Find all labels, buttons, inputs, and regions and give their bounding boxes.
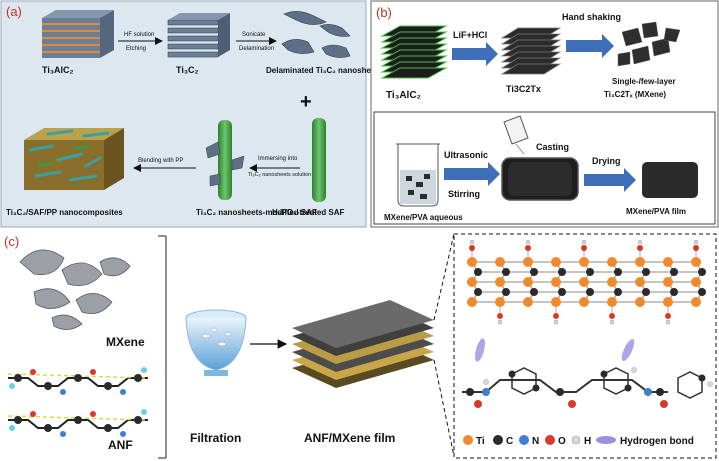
a-sonicate-label: Sonicate xyxy=(242,32,266,38)
c-mxene-label: MXene xyxy=(106,335,145,349)
b-lif-label: LiF+HCl xyxy=(453,30,487,40)
legend-h-swatch xyxy=(571,435,581,445)
delaminated-nanosheets xyxy=(281,11,351,58)
panel-a: (a) Ti₃AlC₂ HF solution Etching xyxy=(0,0,383,228)
a-delaminated-label: Delaminated Ti₃C₂ nanosheets xyxy=(266,66,383,75)
a-blending-label: Blending with PP xyxy=(138,158,183,164)
legend-n-swatch xyxy=(519,435,529,445)
a-immersing-label-2: Ti₃C₂ nanosheets solution xyxy=(248,172,311,178)
b-beaker xyxy=(396,143,440,207)
panel-b: (b) Ti₃AlC₂ LiF+HCl xyxy=(370,0,719,228)
ti3alc2-layered-block xyxy=(42,10,114,58)
modified-saf-fiber xyxy=(205,120,245,200)
a-hf-label: HF solution xyxy=(124,32,154,38)
legend-c-swatch xyxy=(493,435,503,445)
b-casting-dish xyxy=(501,115,579,201)
legend-o-swatch xyxy=(545,435,555,445)
b-ultrasonic-arrow xyxy=(444,162,500,186)
legend-hbond-swatch xyxy=(596,436,616,444)
c-anf-film-label: ANF/MXene film xyxy=(304,431,395,445)
c-filtration-cup xyxy=(185,309,247,376)
composite-block xyxy=(24,128,124,190)
c-anf-chain-top xyxy=(7,367,149,395)
a-etching-label: Etching xyxy=(126,46,146,52)
a-composite-label: Ti₃C₂/SAF/PP nanocomposites xyxy=(6,208,123,217)
a-plus-sign: + xyxy=(300,91,312,113)
b-aqueous-label: MXene/PVA aqueous xyxy=(384,213,463,222)
panel-a-tag: (a) xyxy=(6,4,22,19)
c-zoom-anf-chain xyxy=(462,367,713,408)
b-handshaking-label: Hand shaking xyxy=(562,12,621,22)
b-lif-arrow xyxy=(452,42,498,66)
c-anf-chain-bottom xyxy=(7,409,149,437)
a-treated-saf-label: H₃PO₄-treated SAF xyxy=(272,208,345,217)
legend-c-label: C xyxy=(506,436,513,447)
c-left-bracket-ends xyxy=(158,235,166,459)
b-drying-label: Drying xyxy=(592,156,621,166)
c-filtration-label: Filtration xyxy=(190,431,241,445)
b-film-label: MXene/PVA film xyxy=(626,207,686,216)
legend-o-label: O xyxy=(558,436,566,447)
b-single-layer-flakes xyxy=(617,21,681,67)
b-casting-label: Casting xyxy=(536,142,569,152)
legend-ti-label: Ti xyxy=(476,436,485,447)
c-hbond-left xyxy=(475,338,485,362)
c-mxene-lattice xyxy=(467,239,706,325)
treated-saf-fiber xyxy=(312,118,326,202)
legend-ti-swatch xyxy=(463,435,473,445)
b-ultrasonic-label: Ultrasonic xyxy=(444,150,488,160)
a-immersing-label-1: Immersing into xyxy=(258,156,298,162)
c-atom-legend: Ti C N O H Hydrogen bond xyxy=(463,435,694,447)
c-hbond-right xyxy=(621,338,635,362)
panel-c-tag: (c) xyxy=(4,234,19,249)
b-ti3c2tx-stack xyxy=(500,27,562,75)
b-handshaking-arrow xyxy=(566,34,614,58)
b-drying-arrow xyxy=(584,168,636,192)
b-single-few-label-1: Single-/few-layer xyxy=(612,77,676,86)
c-anf-label: ANF xyxy=(108,438,133,452)
a-delamination-label: Delamination xyxy=(239,46,274,52)
a-ti3c2-label: Ti₃C₂ xyxy=(176,65,199,75)
b-ti3alc2-stack xyxy=(380,25,448,79)
panel-c: (c) MXene xyxy=(4,233,717,459)
ti3c2-accordion-block xyxy=(167,13,230,58)
b-ti3alc2-label: Ti₃AlC₂ xyxy=(386,90,421,101)
a-ti3alc2-label: Ti₃AlC₂ xyxy=(42,65,74,75)
c-zoom-line-bottom xyxy=(433,359,455,457)
a-modified-saf-label: Ti₃C₂ nanosheets-modified SAF xyxy=(196,208,317,217)
legend-n-label: N xyxy=(532,436,539,447)
panel-b-tag: (b) xyxy=(376,5,392,20)
legend-h-label: H xyxy=(584,436,591,447)
c-mxene-sheets xyxy=(19,249,131,330)
legend-hbond-label: Hydrogen bond xyxy=(620,436,694,447)
c-zoom-line-top xyxy=(433,233,455,321)
b-single-few-label-2: Ti₃C2Tₓ (MXene) xyxy=(604,90,666,99)
c-zoom-box xyxy=(453,233,717,459)
panel-b-lower-frame xyxy=(373,111,716,225)
b-pva-film xyxy=(642,162,698,198)
b-stirring-label: Stirring xyxy=(448,189,480,199)
c-anf-mxene-film xyxy=(292,300,434,388)
b-ti3c2tx-label: Ti3C2Tx xyxy=(506,84,541,94)
